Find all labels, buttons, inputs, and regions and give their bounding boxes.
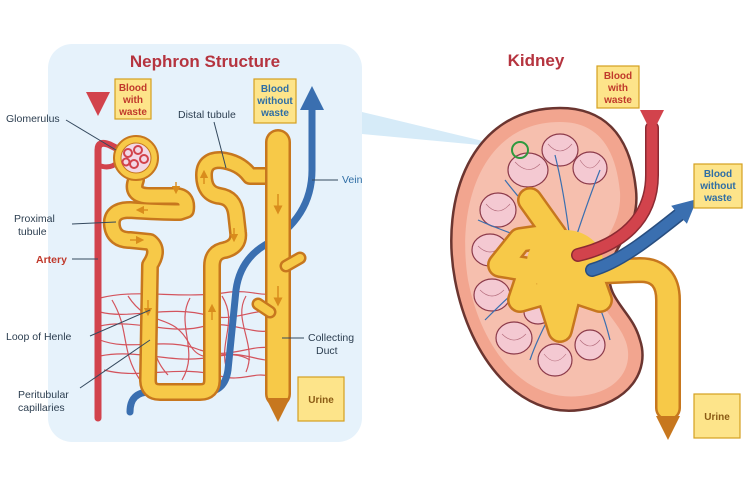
artery-vessel — [94, 139, 124, 422]
label-glomerulus: Glomerulus — [6, 113, 60, 125]
label-proximal-1: Proximal — [14, 213, 55, 225]
renal-pelvis — [487, 187, 681, 421]
kidney-title: Kidney — [508, 51, 565, 70]
label-distal-tubule: Distal tubule — [178, 109, 236, 121]
kidney-box-blood-without-waste: Blood without waste — [693, 163, 743, 209]
pyramid-striations — [477, 143, 601, 362]
svg-text:Blood: Blood — [704, 169, 732, 180]
label-vein: Vein — [342, 174, 363, 186]
svg-text:waste: waste — [260, 108, 289, 119]
svg-text:Blood: Blood — [119, 83, 147, 94]
nephron-box-blood-without-waste: Blood without waste — [253, 78, 297, 124]
label-collecting-1: Collecting — [308, 332, 354, 344]
kidney-box-urine: Urine — [693, 393, 741, 439]
svg-text:Urine: Urine — [704, 412, 730, 423]
label-loop-of-henle: Loop of Henle — [6, 331, 72, 343]
svg-text:with: with — [122, 95, 143, 106]
label-collecting-2: Duct — [316, 345, 338, 357]
svg-text:waste: waste — [118, 107, 147, 118]
glomerulus — [113, 135, 159, 181]
label-peritubular-1: Peritubular — [18, 389, 69, 401]
renal-artery-inner — [572, 122, 658, 261]
svg-text:Blood: Blood — [261, 84, 289, 95]
nephron-title: Nephron Structure — [130, 52, 280, 71]
nephron-location-marker — [511, 141, 529, 159]
renal-vein-inner — [586, 208, 686, 276]
svg-text:without: without — [699, 181, 736, 192]
svg-text:with: with — [607, 83, 628, 94]
svg-text:waste: waste — [603, 95, 632, 106]
svg-text:without: without — [256, 96, 293, 107]
nephron-leader-lines — [65, 119, 338, 389]
kidney-box-blood-with-waste: Blood with waste — [596, 65, 640, 109]
svg-text:Blood: Blood — [604, 71, 632, 82]
label-proximal-2: tubule — [18, 226, 47, 238]
nephron-tubule — [102, 151, 281, 401]
label-artery: Artery — [36, 254, 67, 266]
zoom-connector — [362, 112, 512, 148]
collecting-duct — [251, 129, 307, 407]
svg-text:Urine: Urine — [308, 395, 334, 406]
tubule-flow-arrows — [130, 169, 239, 320]
svg-text:waste: waste — [703, 193, 732, 204]
label-peritubular-2: capillaries — [18, 402, 65, 414]
nephron-box-urine: Urine — [297, 376, 345, 422]
nephron-box-blood-with-waste: Blood with waste — [114, 78, 152, 120]
kidney-vein-out-arrow — [671, 199, 698, 224]
